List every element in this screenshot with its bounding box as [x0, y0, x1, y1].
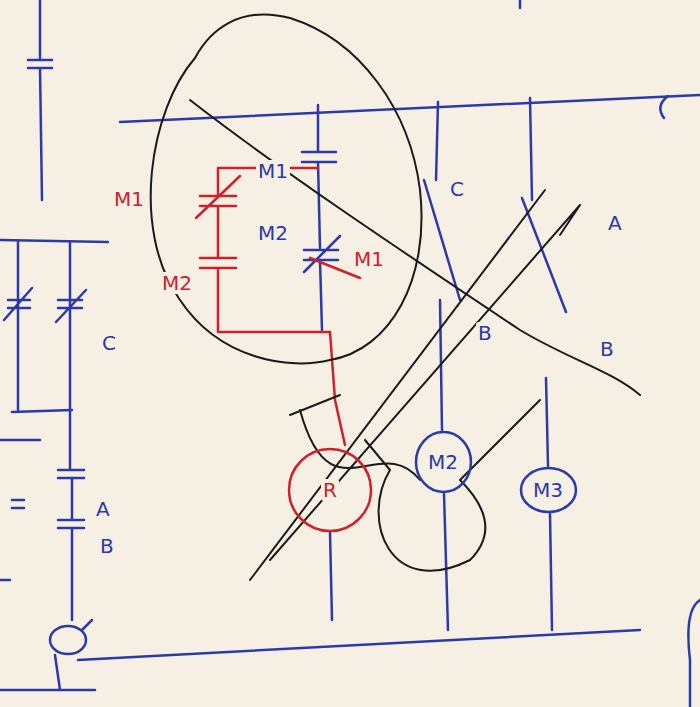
coil-circle: R: [287, 447, 373, 533]
contact-label: M1: [112, 188, 146, 210]
coil-outline-shape: [415, 432, 470, 492]
power-rail: [78, 0, 700, 707]
coil-label: M3: [531, 479, 565, 501]
contact-label: A: [606, 212, 624, 234]
contact-label: C: [448, 178, 466, 200]
contact-label: B: [598, 338, 616, 360]
contact-label: M2: [160, 272, 194, 294]
contact-label: C: [100, 332, 118, 354]
contact-label: M1: [352, 248, 386, 270]
cross-out-scribble: [151, 14, 640, 580]
coil-circle: M2: [414, 430, 473, 494]
coil-label: M2: [426, 451, 460, 473]
contact-label: M1: [256, 160, 290, 182]
contact-label: M2: [256, 222, 290, 244]
rung-wire: [522, 98, 566, 630]
coil-outline-shape: [520, 468, 575, 512]
contact-label: B: [98, 535, 116, 557]
coil-circle: M3: [519, 466, 578, 514]
coil-label: R: [321, 479, 339, 501]
contact-network: [196, 168, 360, 445]
contact-label: B: [476, 322, 494, 344]
contact-label: A: [94, 498, 112, 520]
left-circuit: [0, 0, 108, 690]
coil-outline-shape: [289, 449, 371, 531]
